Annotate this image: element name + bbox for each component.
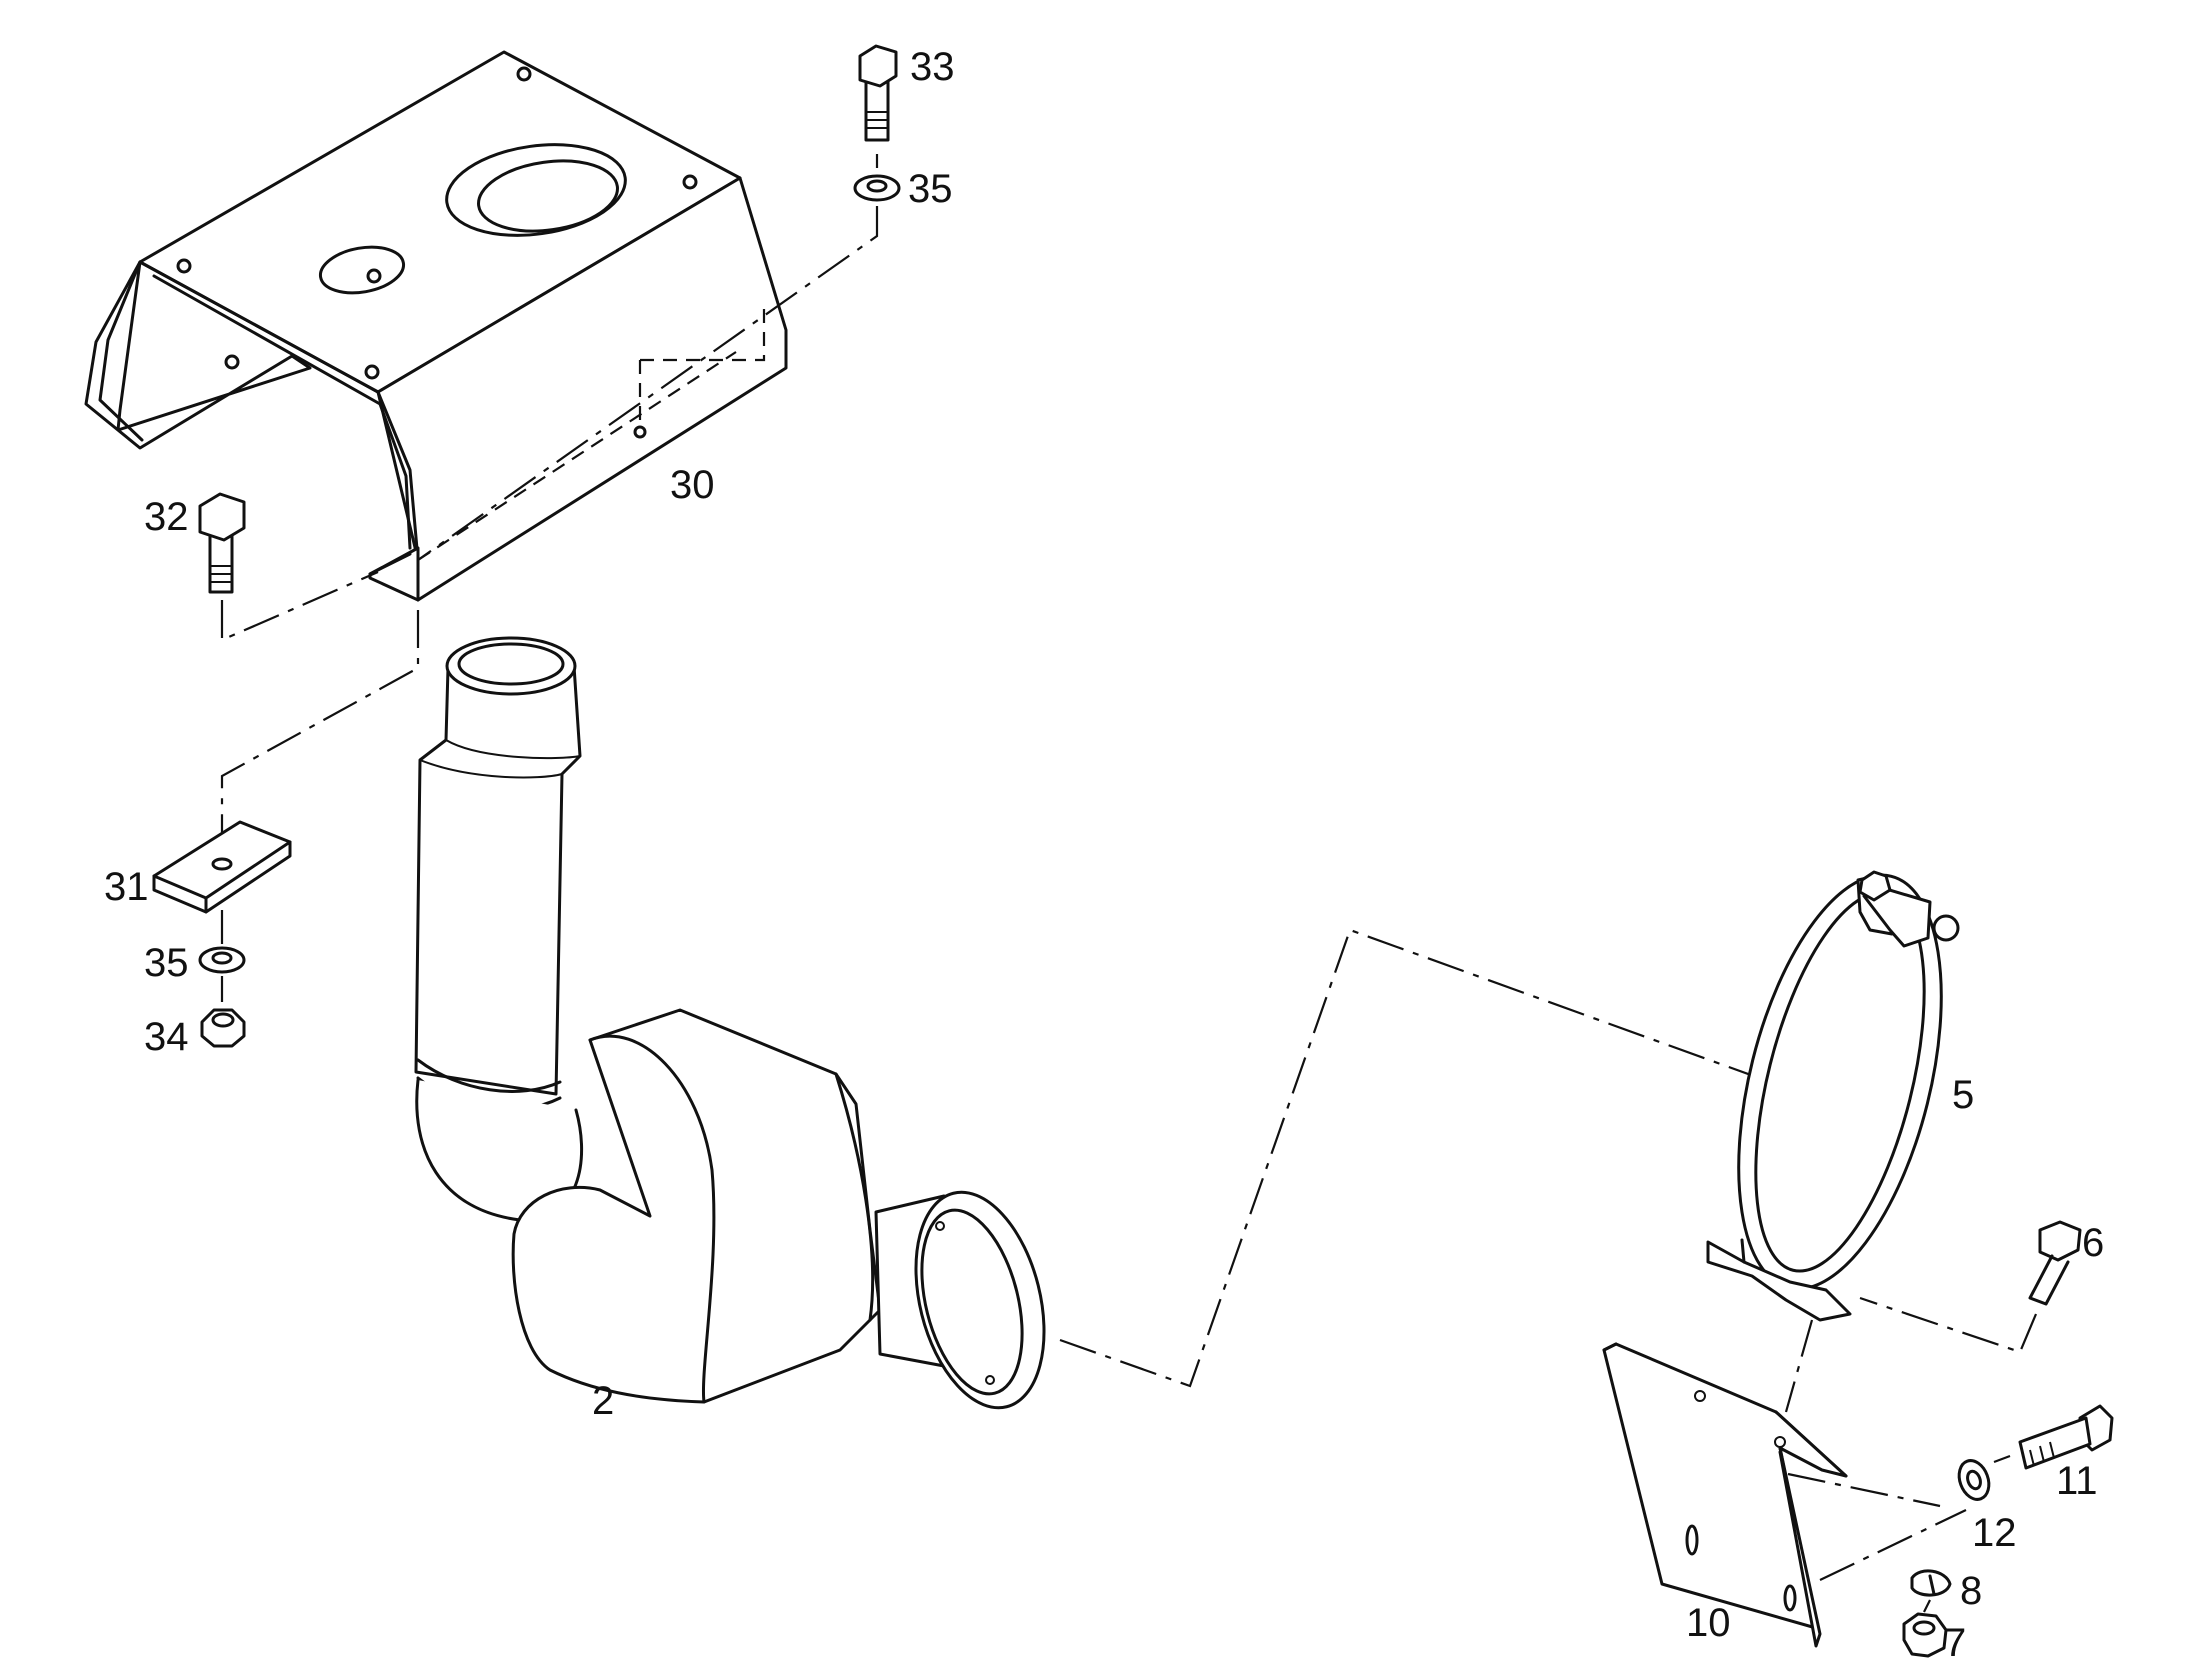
part-12-washer bbox=[1957, 1459, 1991, 1501]
leader-10-8 bbox=[1819, 1509, 1967, 1581]
leader-32-bracket bbox=[220, 570, 379, 642]
callout-33: 33 bbox=[910, 45, 955, 89]
part-31-plate bbox=[152, 820, 292, 914]
leader-8-7 bbox=[1923, 1599, 1931, 1613]
callout-30: 30 bbox=[670, 463, 715, 507]
leader-2-5 bbox=[1059, 928, 1821, 1388]
part-32-bolt bbox=[198, 492, 246, 594]
part-34-nut bbox=[200, 1008, 246, 1048]
callout-5: 5 bbox=[1952, 1073, 1974, 1117]
part-35-washer-left bbox=[198, 946, 246, 974]
callout-labels: 33 35 30 32 31 35 34 2 5 6 11 12 8 7 10 bbox=[104, 45, 2104, 1665]
callout-35-top: 35 bbox=[908, 167, 953, 211]
callout-32: 32 bbox=[144, 495, 189, 539]
callout-10: 10 bbox=[1686, 1601, 1731, 1645]
callout-7: 7 bbox=[1944, 1621, 1966, 1665]
part-11-bolt bbox=[2018, 1404, 2114, 1470]
callout-2: 2 bbox=[592, 1379, 614, 1423]
callout-11: 11 bbox=[2056, 1459, 2098, 1503]
part-33-bolt bbox=[858, 44, 898, 142]
callout-31: 31 bbox=[104, 865, 149, 909]
part-30-mounting-bracket bbox=[84, 50, 788, 602]
callout-12: 12 bbox=[1972, 1511, 2017, 1555]
part-2-muffler bbox=[414, 636, 1046, 1410]
callout-35-left: 35 bbox=[144, 941, 189, 985]
part-7-nut bbox=[1902, 1612, 1948, 1658]
leader-6-5 bbox=[1859, 1296, 2038, 1354]
leader-5-10 bbox=[1784, 1319, 1814, 1413]
leader-bracket-31 bbox=[220, 610, 420, 850]
leader-10-12 bbox=[1787, 1472, 1941, 1508]
part-6-bolt bbox=[2028, 1220, 2082, 1306]
leader-11-12 bbox=[1993, 1454, 2011, 1464]
leader-35-bracket bbox=[417, 206, 879, 561]
callout-8: 8 bbox=[1960, 1569, 1982, 1613]
callout-6: 6 bbox=[2082, 1221, 2104, 1265]
part-10-support-bracket bbox=[1602, 1342, 1848, 1648]
part-35-washer-top bbox=[853, 174, 901, 202]
callout-34: 34 bbox=[144, 1015, 189, 1059]
part-5-clamp bbox=[1706, 870, 1960, 1322]
part-8-lock-washer bbox=[1910, 1569, 1952, 1597]
